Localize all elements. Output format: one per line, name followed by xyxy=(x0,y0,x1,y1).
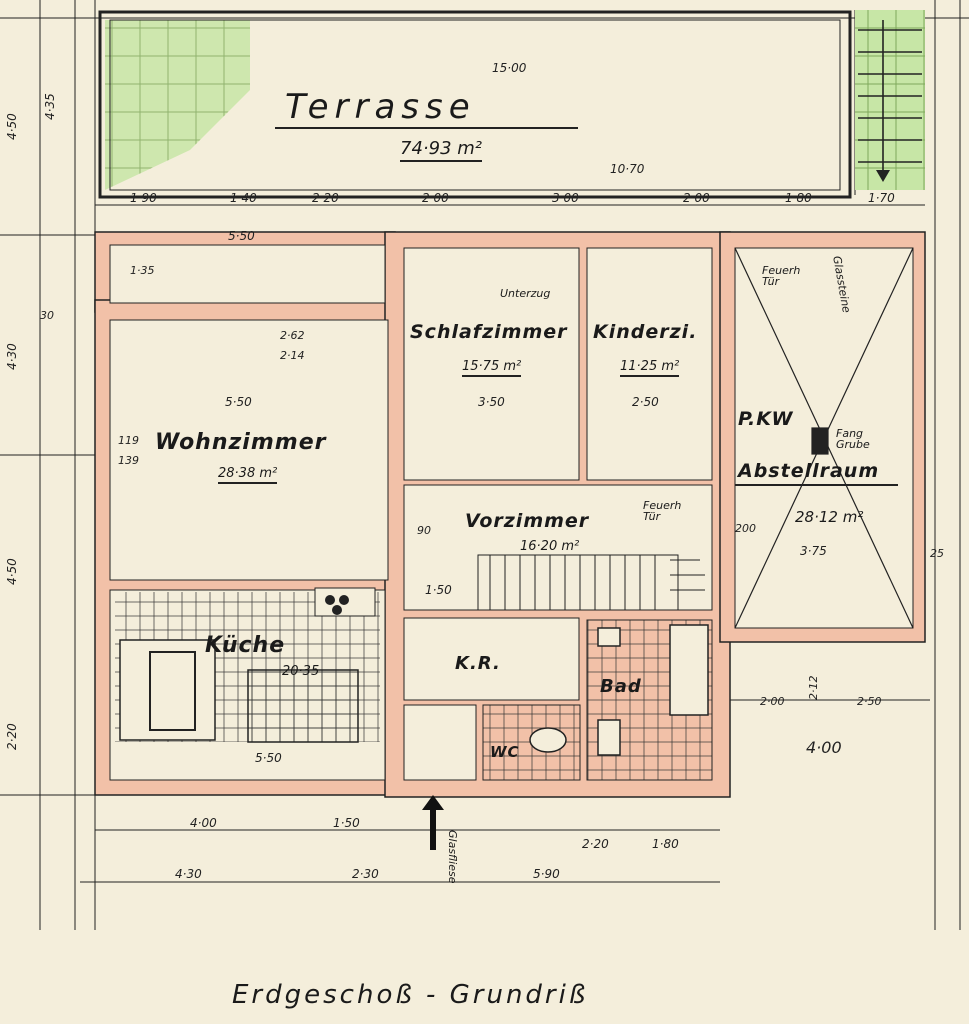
dim-left-0: 4·50 xyxy=(5,113,19,140)
dim-misc-4: 119 xyxy=(118,434,139,447)
stairs xyxy=(477,554,705,611)
dim-bottom1-2: 2·20 xyxy=(582,837,609,851)
note-fang-grube: Fang Grube xyxy=(836,427,870,451)
dim-bottom1-1: 1·50 xyxy=(333,816,360,830)
dim-right-400: 4·00 xyxy=(806,738,842,757)
garage-label: Abstellraum xyxy=(738,460,880,482)
dim-terrace-inner: 10·70 xyxy=(610,162,645,176)
hall-area: 16·20 m² xyxy=(520,539,580,554)
drawing-title: Erdgeschoß - Grundriß xyxy=(232,980,589,1010)
dim-bed-350: 3·50 xyxy=(478,395,505,409)
dim-top-7: 1·70 xyxy=(868,191,895,205)
dim-misc-5: 139 xyxy=(118,454,139,467)
dim-left-1: 4·35 xyxy=(43,93,57,120)
garage-area: 28·12 m² xyxy=(795,508,864,526)
bedroom-area: 15·75 m² xyxy=(462,360,522,377)
wc-label: WC xyxy=(490,743,520,761)
storage-kr-label: K.R. xyxy=(455,653,501,674)
note-glasfliese: Glasfliese xyxy=(446,830,459,884)
dim-top-0: 1·90 xyxy=(130,191,157,205)
dim-terrace-width: 15·00 xyxy=(492,61,527,75)
dim-left-3: 4·50 xyxy=(5,558,19,585)
dim-misc-11: 25 xyxy=(930,547,944,560)
dim-left-2: 4·30 xyxy=(5,343,19,370)
bedroom-label: Schlafzimmer xyxy=(410,321,568,343)
dim-misc-10: 2·12 xyxy=(807,675,820,701)
dim-top-3: 2·00 xyxy=(422,191,449,205)
dim-misc-1: 2·62 xyxy=(280,329,305,342)
terrace-area: 74·93 m² xyxy=(400,140,483,162)
dim-misc-2: 2·14 xyxy=(280,349,305,362)
kids-room-area: 11·25 m² xyxy=(620,360,680,377)
dim-top-2: 2·20 xyxy=(312,191,339,205)
dim-bottom2-1: 2·30 xyxy=(352,867,379,881)
dim-bottom1-3: 1·80 xyxy=(652,837,679,851)
dim-left-4: 2·20 xyxy=(5,723,19,750)
entrance-arrow-icon xyxy=(422,795,444,850)
garage-pkw-label: P.KW xyxy=(738,408,794,430)
dim-bottom2-0: 4·30 xyxy=(175,867,202,881)
garage-cross xyxy=(734,247,914,629)
kitchen-area: 20·35 xyxy=(282,664,320,679)
note-unterzug: Unterzug xyxy=(500,287,551,300)
dim-misc-3: 30 xyxy=(40,309,54,322)
dim-bottom1-0: 4·00 xyxy=(190,816,217,830)
bath-label: Bad xyxy=(600,676,642,697)
dim-top-1: 1·40 xyxy=(230,191,257,205)
note-fire-door-garage: Feuerh Tür xyxy=(762,264,801,288)
living-room-area: 28·38 m² xyxy=(218,467,278,484)
kids-room-label: Kinderzi. xyxy=(593,321,698,343)
note-fire-door-hall: Feuerh Tür xyxy=(643,499,682,523)
dim-stairs-150: 1·50 xyxy=(425,583,452,597)
dim-misc-0: 1·35 xyxy=(130,264,155,277)
dim-living-550: 5·50 xyxy=(225,395,252,409)
kitchen-furniture xyxy=(115,587,380,743)
dim-misc-6: 200 xyxy=(735,522,756,535)
hall-label: Vorzimmer xyxy=(465,510,590,532)
living-room-label: Wohnzimmer xyxy=(155,430,327,455)
dim-room-550: 5·50 xyxy=(228,229,255,243)
kitchen-label: Küche xyxy=(205,633,286,658)
dim-kitchen-550: 5·50 xyxy=(255,751,282,765)
bath-fixtures xyxy=(529,624,709,756)
terrace xyxy=(98,10,925,199)
terrace-label: Terrasse xyxy=(285,87,476,127)
dim-garage-375: 3·75 xyxy=(800,544,827,558)
dim-kids-250: 2·50 xyxy=(632,395,659,409)
dim-top-6: 1·80 xyxy=(785,191,812,205)
dim-misc-7: 90 xyxy=(417,524,431,537)
dim-top-5: 2·00 xyxy=(683,191,710,205)
dim-bottom2-2: 5·90 xyxy=(533,867,560,881)
dim-misc-9: 2·50 xyxy=(857,695,882,708)
dim-top-4: 3·00 xyxy=(552,191,579,205)
dim-misc-8: 2·00 xyxy=(760,695,785,708)
